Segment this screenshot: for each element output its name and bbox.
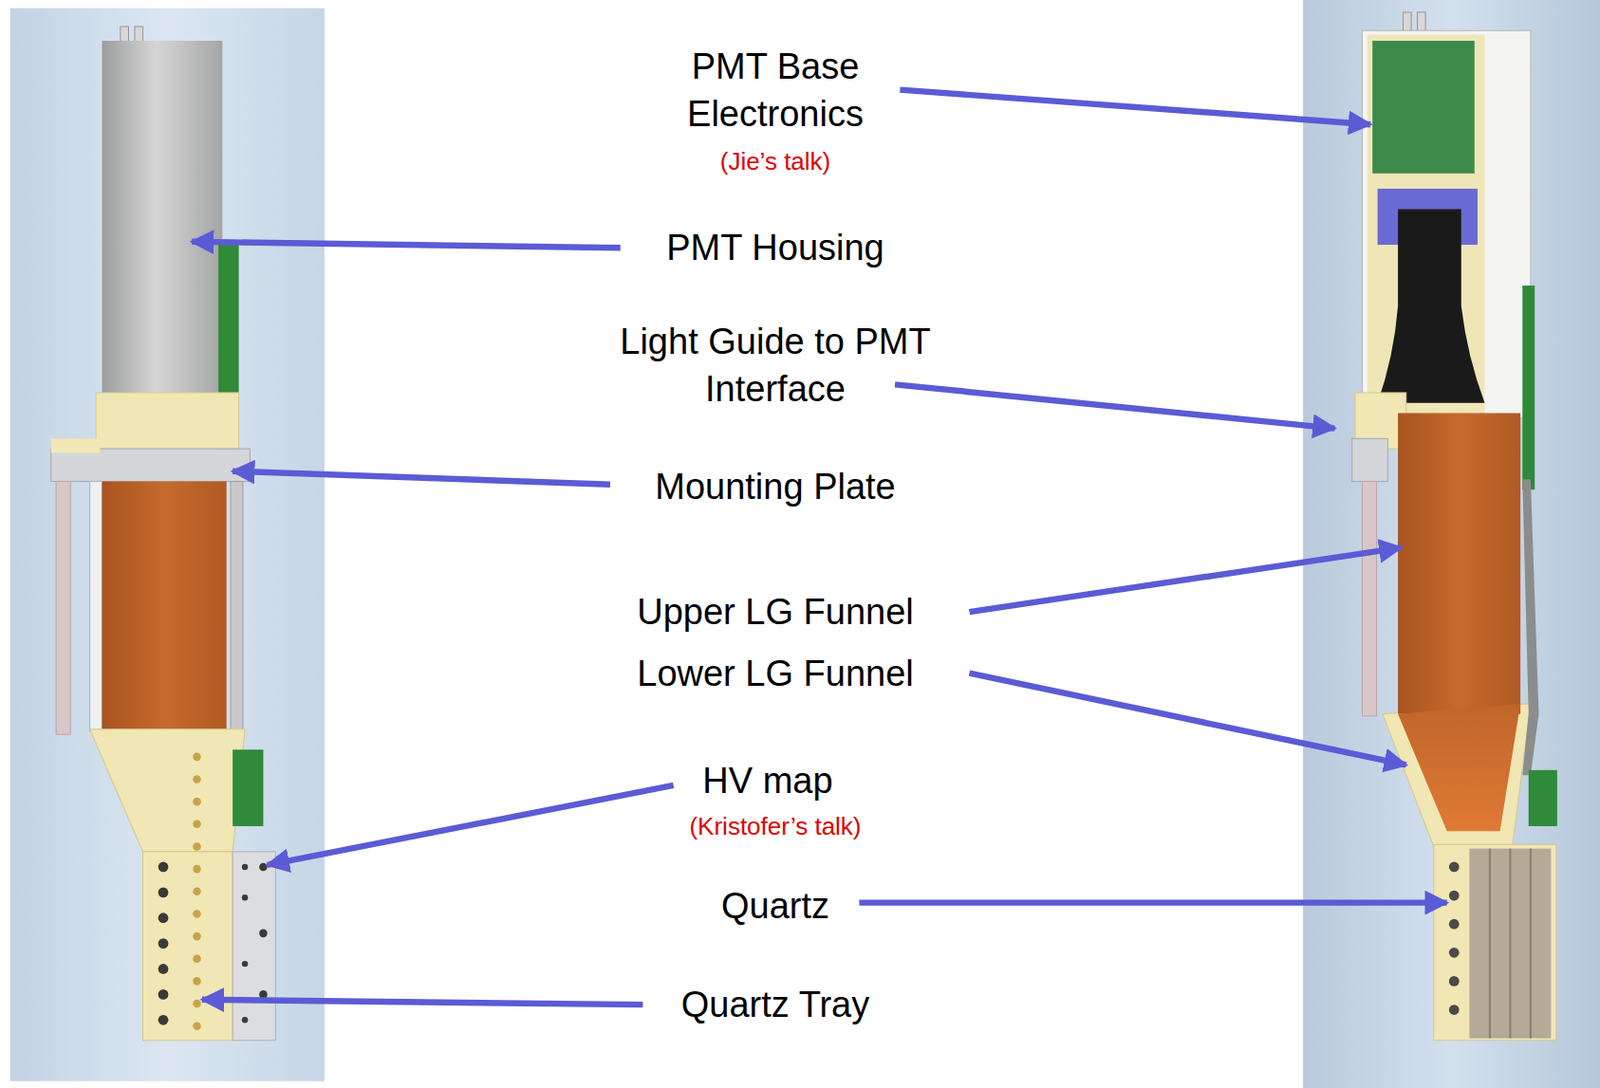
base-electronics (1372, 40, 1475, 174)
light-guide (102, 482, 227, 730)
panel-background (1302, 0, 1600, 1088)
panel-background (10, 8, 325, 1082)
quartz-tray (143, 852, 234, 1042)
mounting-plate (51, 448, 251, 482)
part-label: Quartz (670, 882, 880, 931)
pmt-housing-cutaway (1361, 30, 1530, 419)
light-guide-cutaway (1397, 412, 1521, 714)
leader-arrow (191, 241, 621, 248)
talk-reference: (Jie’s talk) (670, 147, 880, 176)
part-label: Lower LG Funnel (585, 650, 966, 698)
leader-arrows (191, 90, 1448, 1006)
leader-arrow (968, 547, 1401, 613)
part-label: PMT Base Electronics (632, 42, 918, 138)
photomultiplier (1377, 208, 1486, 403)
quartz-tray (1433, 844, 1557, 1041)
quartz-stack (1469, 849, 1551, 1040)
leader-arrow (899, 90, 1371, 126)
talk-reference: (Kristofer’s talk) (642, 812, 909, 841)
hv-map-board (232, 852, 276, 1042)
part-label: Quartz Tray (632, 981, 918, 1029)
part-label: Upper LG Funnel (585, 588, 966, 636)
leader-arrow (968, 673, 1406, 766)
part-label: Mounting Plate (604, 463, 947, 511)
leader-arrow (858, 899, 1447, 906)
leader-arrow (267, 785, 674, 866)
leader-arrow (232, 471, 611, 485)
part-label: HV map (663, 757, 873, 805)
leader-arrow (894, 384, 1335, 428)
leader-arrow (202, 1000, 644, 1005)
pmt-housing (102, 40, 224, 398)
part-label: PMT Housing (623, 223, 928, 272)
part-label: Light Guide to PMT Interface (561, 317, 989, 413)
lower-funnel-shell (90, 729, 245, 853)
